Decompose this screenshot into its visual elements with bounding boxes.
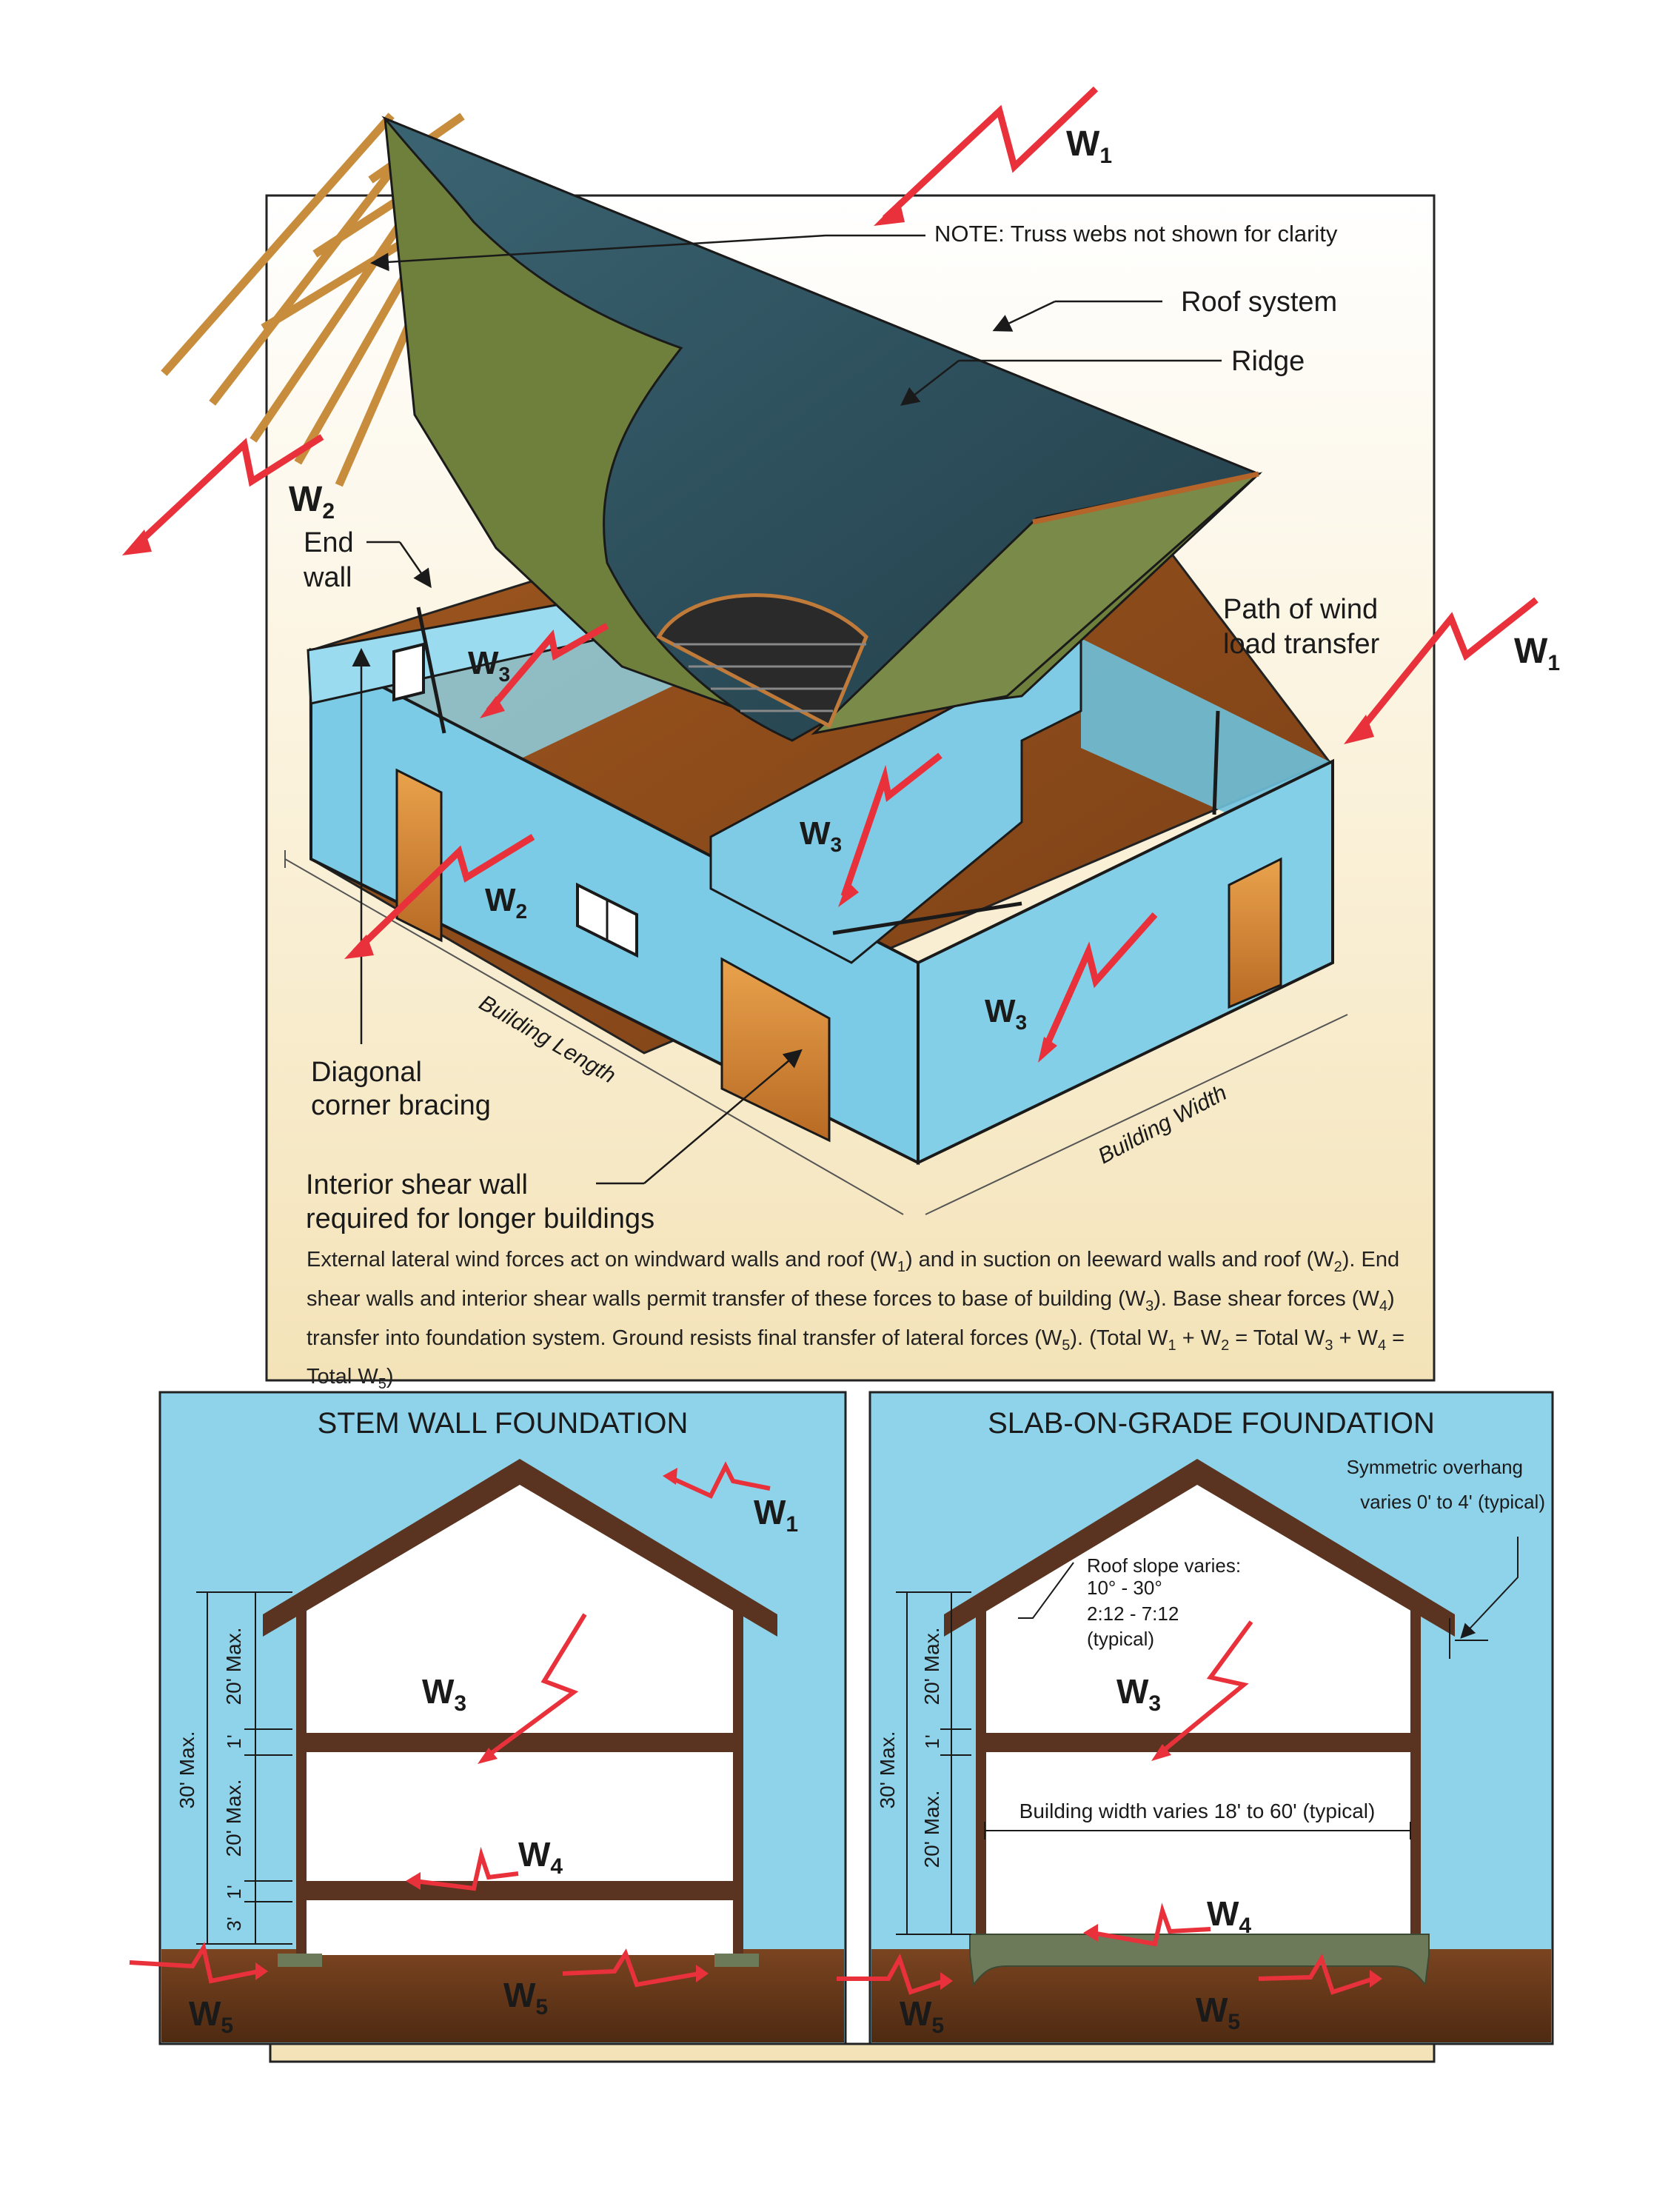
stem-wall-left	[296, 1607, 307, 1955]
diagonal-label-2: corner bracing	[311, 1090, 491, 1121]
w3-label-end: W3	[468, 645, 510, 686]
door-left	[395, 768, 443, 943]
slab-overhang-label-2: varies 0' to 4' (typical)	[1360, 1491, 1545, 1513]
end-wall-label-2: wall	[303, 562, 352, 593]
stem-panel-title: STEM WALL FOUNDATION	[318, 1407, 689, 1440]
stem-force-arrows	[129, 1461, 771, 1988]
roof-system-label: Roof system	[1181, 287, 1337, 318]
w1-label-right: W1	[1514, 632, 1560, 675]
stem-force-arrowheads	[255, 1468, 709, 1982]
diagonal-label-1: Diagonal	[311, 1057, 422, 1088]
interior-label-2: required for longer buildings	[306, 1203, 654, 1234]
stem-footing-right	[714, 1954, 759, 1967]
stem-wall-panel: STEM WALL FOUNDATION 20' Max. 1'	[129, 1391, 847, 2045]
front-width-wall	[917, 758, 1334, 1166]
slab-second-floor	[976, 1733, 1421, 1752]
window-end	[392, 642, 425, 702]
w2-label-front: W2	[485, 882, 527, 923]
bottom-border	[269, 2042, 1436, 2063]
stem-dim-1-bot: 1'	[223, 1885, 245, 1899]
slab-w5-label-mid: W5	[1196, 1991, 1240, 2034]
stem-w5-label-left: W5	[189, 1994, 233, 2038]
note-label: NOTE: Truss webs not shown for clarity	[934, 221, 1338, 247]
slab-wall-right	[1410, 1607, 1421, 1940]
right-room-brace	[1212, 710, 1220, 815]
slab-slope-label-4: (typical)	[1087, 1628, 1154, 1650]
slab-dimension-lines	[896, 1591, 1488, 1935]
window-front	[576, 882, 638, 958]
leader-lines	[352, 234, 1222, 1185]
slab-leader-lines	[1018, 1537, 1519, 1639]
stem-dimension-lines	[196, 1591, 292, 1945]
interior-shear-wall	[709, 636, 1082, 964]
stem-w3-label: W3	[422, 1672, 466, 1716]
w1-label-top: W1	[1066, 124, 1112, 168]
stem-footing-left	[278, 1954, 322, 1967]
shingle-cutaway	[656, 593, 868, 729]
force-arrowheads-top	[122, 200, 1374, 1063]
ridge-label: Ridge	[1231, 346, 1305, 377]
isometric-building-panel: W1 W2 W1 W3 W2 W3 W3 NOTE: Truss webs no…	[122, 86, 1560, 1382]
slab-w5-label-left: W5	[900, 1994, 944, 2038]
diagonal-corner-bracing	[416, 607, 446, 734]
slab-dim-30: 30' Max.	[876, 1731, 899, 1809]
slab-dim-20-bot: 20' Max.	[920, 1791, 943, 1868]
stem-dim-1-top: 1'	[223, 1734, 245, 1748]
stem-second-floor	[296, 1733, 743, 1752]
slab-slope-label-3: 2:12 - 7:12	[1087, 1603, 1179, 1625]
slab-panel-title: SLAB-ON-GRADE FOUNDATION	[988, 1407, 1435, 1440]
force-arrows-top	[130, 86, 1539, 1053]
slab-force-arrows	[837, 1620, 1374, 1995]
slab-foundation	[969, 1934, 1430, 1987]
slab-overhang-label-1: Symmetric overhang	[1347, 1456, 1523, 1478]
w2-label-left: W2	[289, 480, 335, 524]
stem-dim-20-bot: 20' Max.	[222, 1780, 245, 1857]
caption-paragraph: External lateral wind forces act on wind…	[307, 1248, 1405, 1393]
slab-w3-label: W3	[1116, 1672, 1161, 1716]
ridge-edge	[1032, 471, 1259, 525]
building-width-dimension	[925, 1014, 1348, 1215]
stem-wall-footing-right-post	[733, 1900, 743, 1955]
path-label-2: load transfer	[1223, 629, 1380, 660]
stem-w1-label: W1	[754, 1493, 798, 1537]
stem-first-floor	[296, 1881, 743, 1900]
path-label-1: Path of wind	[1223, 594, 1378, 625]
stem-dim-3: 3'	[223, 1917, 245, 1931]
slab-on-grade-panel: SLAB-ON-GRADE FOUNDATION 20' Max. 1' 30	[837, 1391, 1554, 2045]
end-wall-label-1: End	[304, 527, 354, 558]
stem-house-interior	[300, 1477, 740, 1955]
stem-dim-30: 30' Max.	[175, 1731, 198, 1809]
slab-w4-label: W4	[1207, 1894, 1251, 1938]
slab-slope-label-1: Roof slope varies:	[1087, 1554, 1241, 1577]
slab-house-interior	[981, 1477, 1414, 1937]
force-labels-top: W1 W2 W1 W3 W2 W3 W3	[289, 124, 1560, 1034]
slab-force-arrowheads	[940, 1744, 1382, 1990]
interior-brace	[832, 901, 1022, 935]
stem-wall-right	[733, 1607, 743, 1955]
stem-w5-label-mid: W5	[503, 1976, 548, 2019]
stem-wall-footing-left-post	[296, 1900, 307, 1955]
slab-dim-20-top: 20' Max.	[920, 1628, 943, 1705]
w3-label-width: W3	[985, 993, 1027, 1034]
w3-label-interior: W3	[800, 815, 842, 856]
stem-dim-20-top: 20' Max.	[222, 1628, 245, 1705]
interior-label-1: Interior shear wall	[306, 1169, 528, 1200]
slab-dim-1: 1'	[921, 1734, 943, 1748]
door-right	[1228, 857, 1282, 1009]
stem-w4-label: W4	[518, 1835, 563, 1879]
slab-wall-left	[976, 1607, 986, 1940]
slab-width-label: Building width varies 18' to 60' (typica…	[1019, 1800, 1376, 1822]
slab-slope-label-2: 10° - 30°	[1087, 1577, 1162, 1599]
